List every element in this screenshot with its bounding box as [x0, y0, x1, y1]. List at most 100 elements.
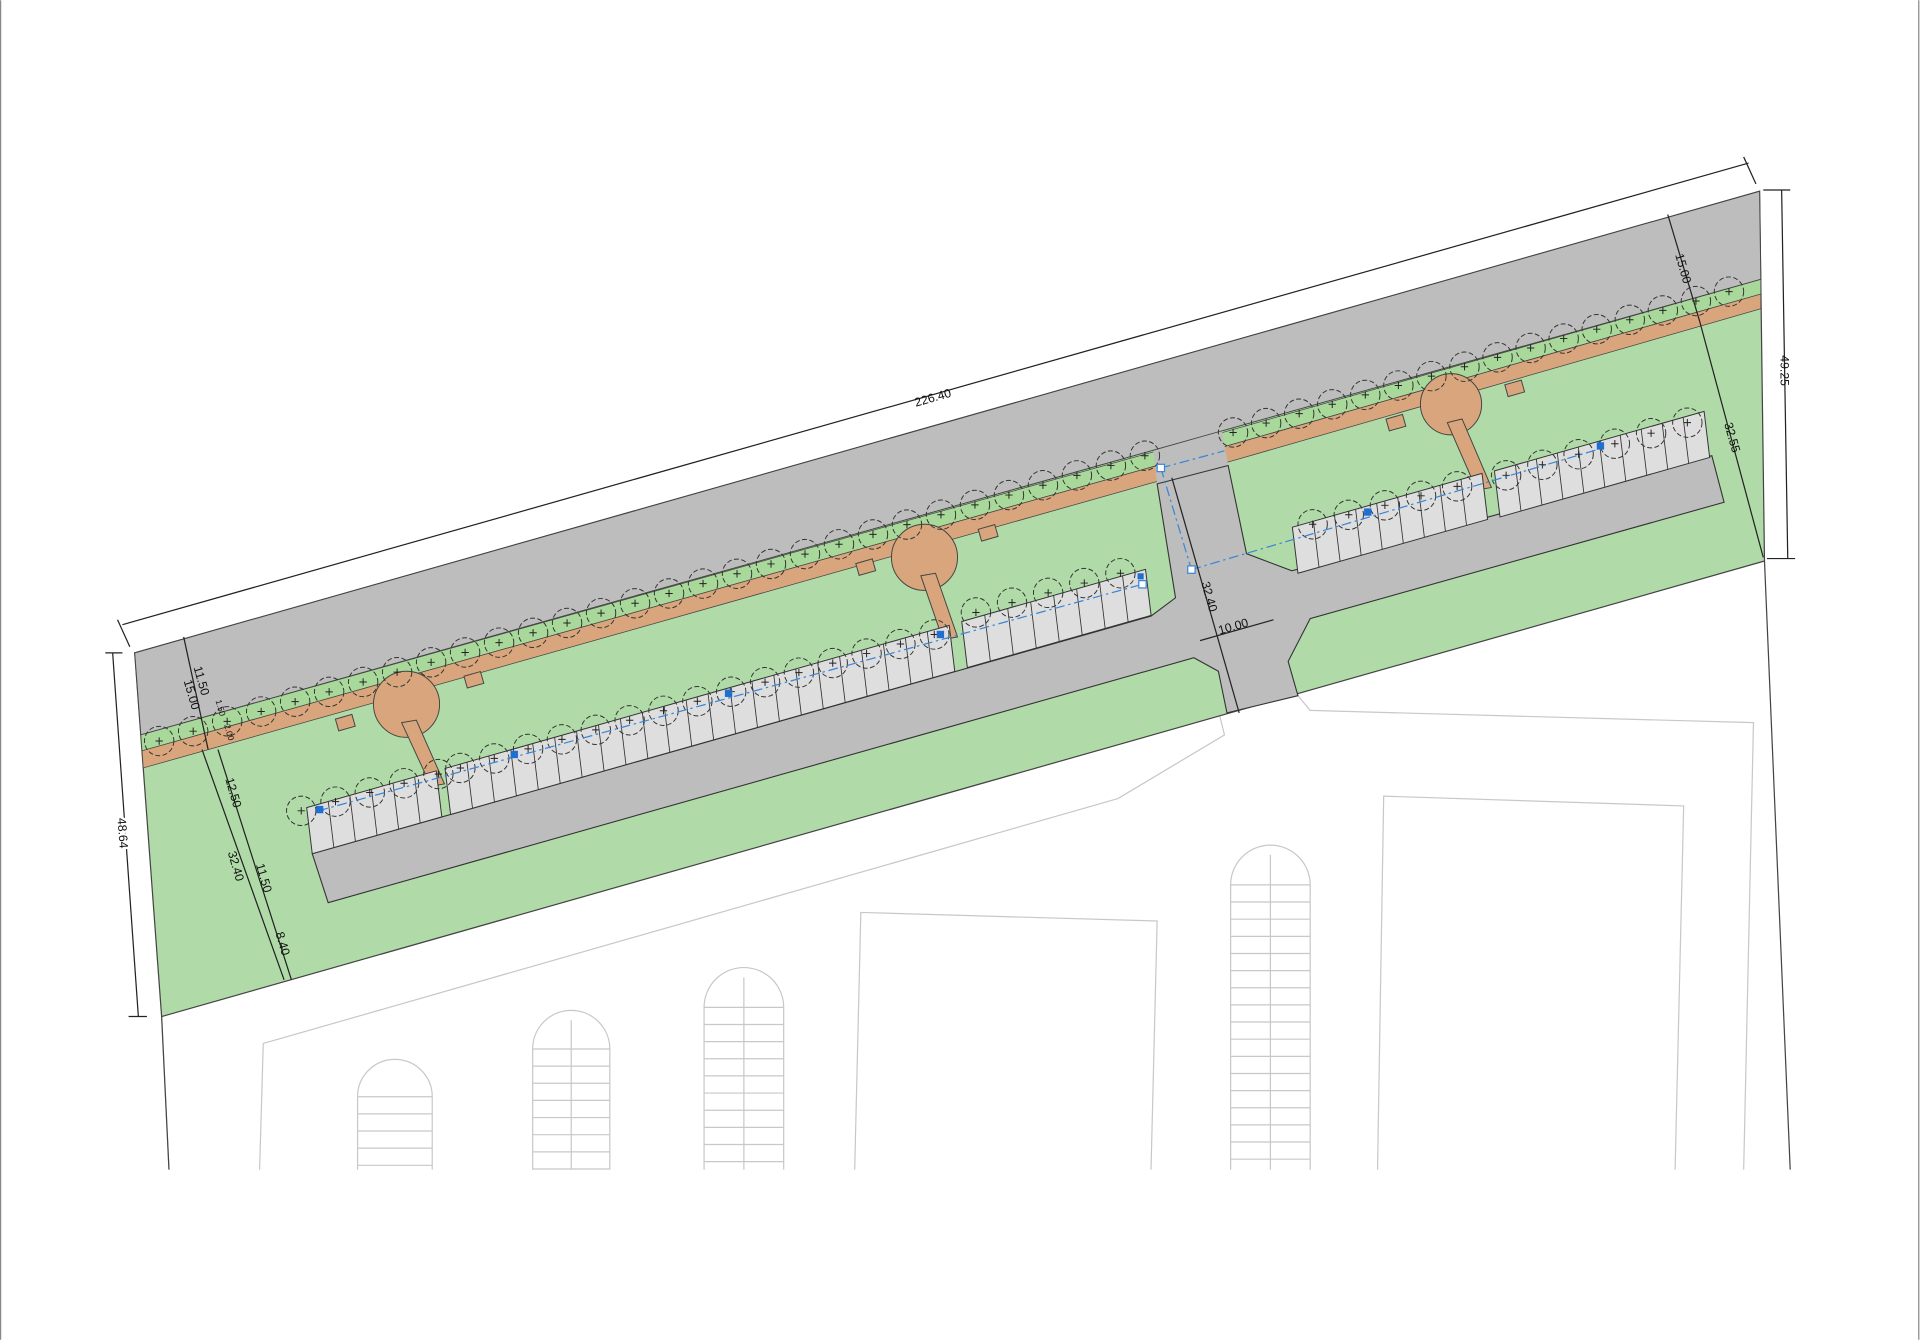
stall-divider [817, 662, 824, 709]
dim-left-depth: 48.64 [115, 817, 131, 849]
stall-divider [576, 731, 583, 778]
stall-divider [392, 783, 400, 830]
dim-right-depth: 49.25 [1777, 355, 1791, 386]
tree-icon [1095, 450, 1127, 481]
tree-icon [1482, 342, 1513, 373]
tree-icon [1297, 509, 1328, 540]
trees [144, 276, 1745, 826]
tree-icon [1490, 460, 1522, 491]
tree-icon [857, 519, 889, 550]
stall-divider [349, 795, 356, 842]
tree-icon [993, 479, 1025, 511]
stall-divider [1439, 485, 1446, 532]
stall-divider [1460, 479, 1467, 526]
parking-stalls [306, 410, 1711, 855]
tree-icon [823, 529, 855, 560]
stall-divider [1334, 515, 1341, 562]
connector-road [1153, 431, 1229, 486]
stall-divider [1053, 595, 1060, 642]
tree-icon [687, 568, 719, 599]
stall-divider [1661, 423, 1669, 470]
stall-divider [1313, 521, 1320, 568]
tree-icon [415, 647, 447, 678]
tree-icon [1713, 276, 1745, 307]
tree-icon [1284, 398, 1315, 429]
stall-divider [327, 801, 335, 848]
tree-icon [749, 666, 781, 698]
tree-icon [653, 578, 685, 609]
tree-icon [1548, 323, 1579, 354]
stair-building [703, 966, 785, 1170]
stall-divider [839, 656, 846, 703]
tree-icon [245, 696, 277, 727]
tree-icon [1369, 490, 1401, 521]
guide-lines[interactable] [318, 447, 1602, 812]
tree-icon [619, 588, 651, 619]
stall-divider [554, 737, 561, 784]
tree-icon [512, 733, 544, 765]
tree-icon [1672, 407, 1703, 438]
dim-left-small-a: 1.50 [214, 698, 228, 717]
stall-divider [663, 706, 671, 753]
tree-icon [817, 647, 848, 679]
tree-icon [211, 706, 243, 737]
dimension-labels: 226.40 48.64 11.50 15.00 1.50 2.00 12.50… [112, 252, 1791, 957]
tree-icon [1333, 499, 1364, 530]
tree-icon [648, 695, 679, 726]
plazas [334, 373, 1526, 787]
tree-icon [755, 548, 787, 580]
tree-icon [1635, 418, 1667, 449]
stall-divider [1619, 435, 1627, 482]
stall-divider [883, 643, 890, 691]
stall-divider [1007, 608, 1014, 655]
parking-road [311, 455, 1725, 904]
stall-divider [904, 637, 912, 684]
stall-divider [466, 762, 473, 809]
tree-icon [585, 597, 617, 629]
tree-icon [885, 628, 916, 660]
tree-icon [960, 597, 992, 628]
tree-icon [1405, 480, 1437, 511]
dim-total-length: 226.40 [913, 386, 953, 410]
stall-divider [1535, 458, 1543, 506]
stall-row [444, 624, 956, 816]
tree-icon [959, 489, 991, 521]
tree-icon [144, 725, 175, 757]
tree-icon [177, 715, 209, 747]
tree-icon [1129, 440, 1161, 471]
tree-icon [891, 509, 923, 540]
stall-divider [1030, 601, 1037, 649]
guide-handles[interactable] [1138, 463, 1196, 589]
tree-icon [1449, 351, 1480, 382]
tree-icon [1647, 295, 1679, 326]
dim-left-f: 8.40 [273, 930, 293, 957]
tree-icon [682, 686, 713, 717]
tree-icon [1069, 567, 1100, 599]
tree-icon [1027, 470, 1059, 501]
tree-icon [381, 656, 413, 688]
tree-icon [851, 638, 882, 669]
tree-icon [279, 686, 311, 717]
stall-divider [1556, 452, 1564, 500]
tree-icon [347, 666, 379, 698]
tree-icon [1581, 313, 1612, 345]
stall-divider [1397, 497, 1404, 544]
stall-divider [371, 789, 378, 836]
stall-divider [1682, 417, 1690, 464]
tree-icon [449, 637, 481, 668]
stall-divider [619, 718, 627, 765]
stall-divider [751, 681, 758, 728]
stall-divider [1514, 464, 1522, 512]
tree-icon [580, 714, 611, 746]
stall-divider [773, 675, 780, 722]
tree-icon [1416, 360, 1447, 392]
tree-icon [614, 705, 645, 736]
stair-building [532, 1009, 611, 1170]
tree-icon [551, 607, 583, 639]
context-buildings [161, 560, 1791, 1170]
tree-icon [354, 777, 385, 808]
guide-markers[interactable] [315, 442, 1605, 814]
tree-icon [1217, 417, 1249, 448]
stall-divider [795, 668, 802, 716]
